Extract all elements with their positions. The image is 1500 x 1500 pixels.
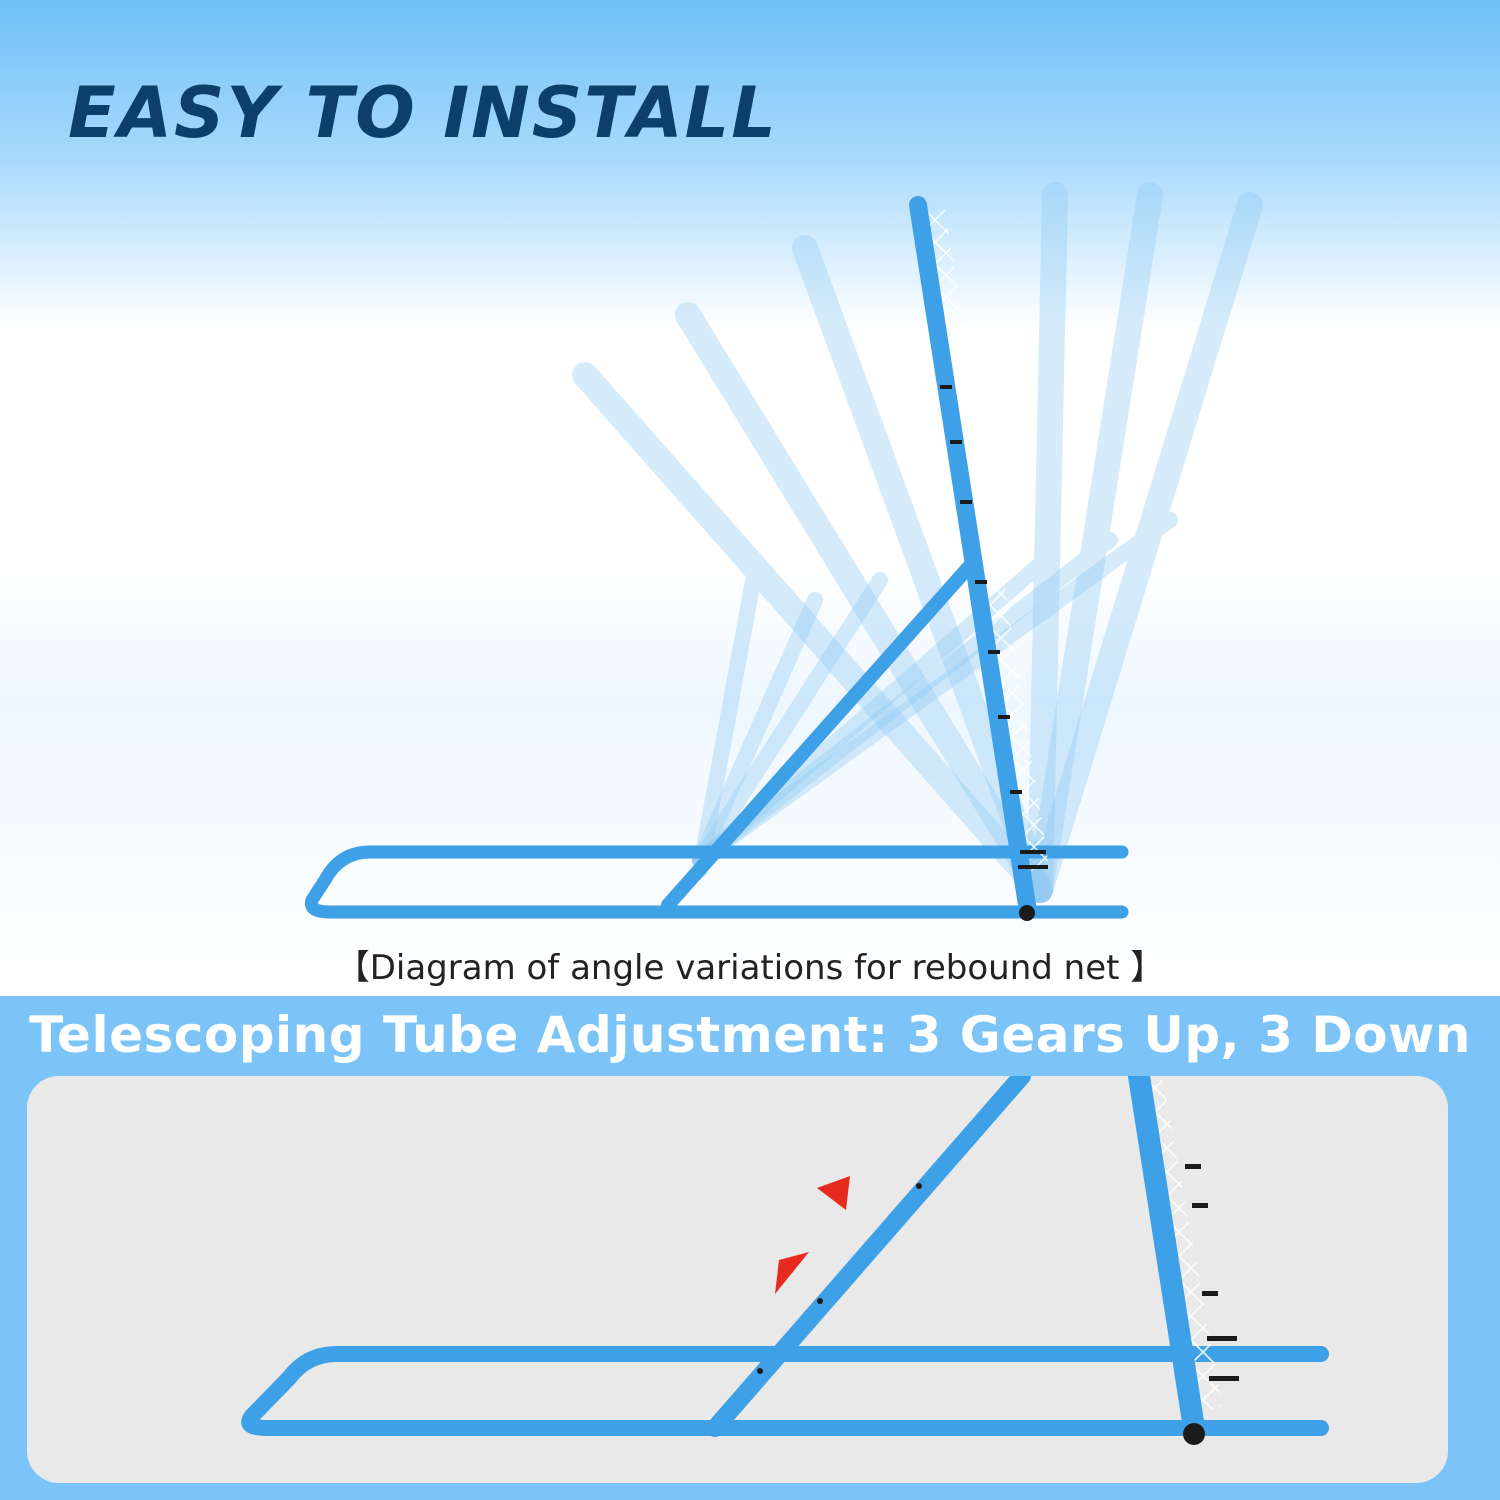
page-title: EASY TO INSTALL <box>68 72 778 154</box>
ghost-frame-2 <box>675 302 1053 903</box>
rebound-net-angle-diagram <box>304 182 1263 921</box>
telescoping-tube-closeup <box>241 1076 1329 1445</box>
solid-frame <box>661 196 1036 914</box>
diagram-caption: 【Diagram of angle variations for rebound… <box>335 948 1165 988</box>
upright-tube-closeup <box>1128 1076 1205 1439</box>
red-triangle-arrow-icon <box>775 1252 809 1294</box>
base-frame-closeup <box>241 1346 1329 1436</box>
ghost-frame-6 <box>692 192 1263 903</box>
net-clips-closeup <box>1183 1164 1239 1445</box>
telescoping-tube <box>706 1076 1031 1437</box>
adjustment-title: Telescoping Tube Adjustment: 3 Gears Up,… <box>29 1006 1471 1064</box>
frame-clips <box>940 385 1048 921</box>
ghost-frame-1 <box>572 362 1053 903</box>
tube-holes <box>757 1183 922 1374</box>
red-triangle-arrow-icon <box>817 1176 850 1210</box>
base-frame <box>304 845 1129 919</box>
ghost-frame-5 <box>692 182 1163 903</box>
adjustment-detail-panel <box>27 1076 1448 1483</box>
